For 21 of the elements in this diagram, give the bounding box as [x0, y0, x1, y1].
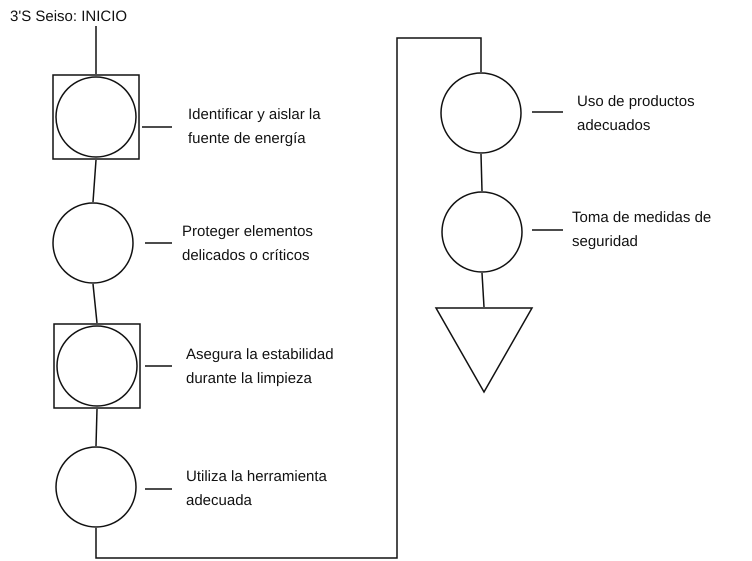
connector-line — [480, 154, 483, 192]
square-with-circle-symbol — [52, 74, 140, 160]
circle-symbol — [55, 446, 137, 528]
connector-line — [92, 284, 98, 324]
circle-symbol — [52, 202, 134, 284]
step-caption: Utiliza la herramienta adecuada — [186, 467, 328, 511]
connector-line — [481, 272, 485, 308]
square-with-circle-symbol — [53, 323, 141, 409]
connector-line — [95, 26, 97, 74]
step-caption: Toma de medidas de seguridad — [572, 208, 712, 252]
title: 3'S Seiso: INICIO — [10, 8, 128, 25]
circle-symbol — [440, 72, 522, 154]
connector-line — [95, 37, 482, 559]
step-caption: Uso de productos adecuados — [577, 92, 696, 136]
step-caption: Proteger elementos delicados o críticos — [182, 222, 314, 266]
triangle-symbol — [435, 307, 533, 393]
circle-symbol — [441, 191, 523, 273]
step-caption: Asegura la estabilidad durante la limpieza — [186, 345, 335, 389]
connector-line — [95, 408, 98, 446]
connector-line — [92, 160, 97, 202]
step-caption: Identificar y aislar la fuente de energía — [188, 105, 322, 149]
